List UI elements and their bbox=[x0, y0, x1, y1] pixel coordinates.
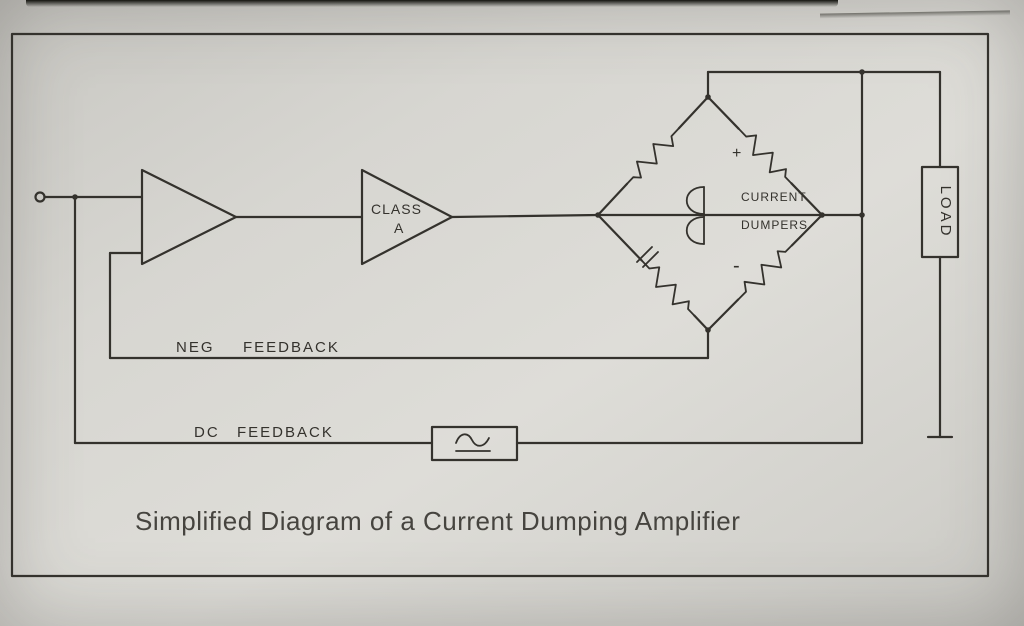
resistor-zigzag-icon bbox=[737, 244, 793, 301]
junction-dot bbox=[705, 327, 711, 333]
input-terminal-group bbox=[34, 191, 144, 203]
class-a-label-line1: CLASS bbox=[371, 201, 422, 217]
neg-feedback-label-word1: NEG bbox=[176, 339, 215, 356]
interstage-wire-2 bbox=[450, 213, 600, 219]
class-a-amp-triangle bbox=[360, 168, 454, 266]
dc-feedback-label-word1: DC bbox=[194, 424, 220, 441]
resistor-zigzag-icon bbox=[737, 127, 793, 185]
input-terminal-icon bbox=[34, 191, 46, 203]
junction-dot bbox=[859, 212, 865, 218]
neg-feedback-label-word2: FEEDBACK bbox=[243, 339, 340, 356]
figure-border bbox=[10, 32, 990, 578]
transistor-pair-icon bbox=[686, 186, 705, 245]
resistor-zigzag-icon bbox=[640, 259, 696, 317]
class-a-amp-group: CLASS A bbox=[360, 168, 454, 266]
current-dumpers-label-line1: CURRENT bbox=[741, 190, 807, 204]
junction-dot bbox=[705, 94, 711, 100]
integrator-icon bbox=[455, 433, 491, 452]
figure-caption: Simplified Diagram of a Current Dumping … bbox=[135, 506, 740, 536]
bridge-resistor-bottom-left bbox=[596, 213, 710, 332]
bridge-network: + - CURRENT DUMPERS bbox=[596, 95, 824, 332]
output-top-rail bbox=[706, 70, 942, 169]
bridge-resistor-top-left bbox=[596, 95, 710, 217]
junction-dot bbox=[819, 212, 825, 218]
dc-feedback-loop: DC FEEDBACK bbox=[73, 195, 864, 462]
junction-dot bbox=[859, 69, 865, 75]
load-group: LOAD bbox=[920, 165, 960, 439]
junction-dots bbox=[72, 69, 865, 333]
neg-feedback-loop: NEG FEEDBACK bbox=[108, 251, 710, 360]
dc-feedback-label-word2: FEEDBACK bbox=[237, 424, 334, 441]
photo-edge-shadow bbox=[26, 0, 838, 7]
junction-dot bbox=[72, 194, 78, 200]
resistor-zigzag-icon bbox=[626, 127, 680, 185]
right-junction-rail bbox=[820, 70, 864, 445]
bridge-resistor-top-right bbox=[706, 95, 824, 217]
error-amp-triangle bbox=[140, 168, 238, 266]
bridge-resistor-bottom-right bbox=[706, 213, 824, 332]
class-a-label-line2: A bbox=[394, 220, 404, 236]
plus-label: + bbox=[732, 145, 741, 162]
junction-dot bbox=[595, 212, 601, 218]
diode-mark-icon bbox=[636, 246, 659, 268]
load-label: LOAD bbox=[937, 186, 954, 239]
current-dumpers-label-line2: DUMPERS bbox=[741, 218, 808, 232]
minus-label: - bbox=[733, 255, 740, 277]
